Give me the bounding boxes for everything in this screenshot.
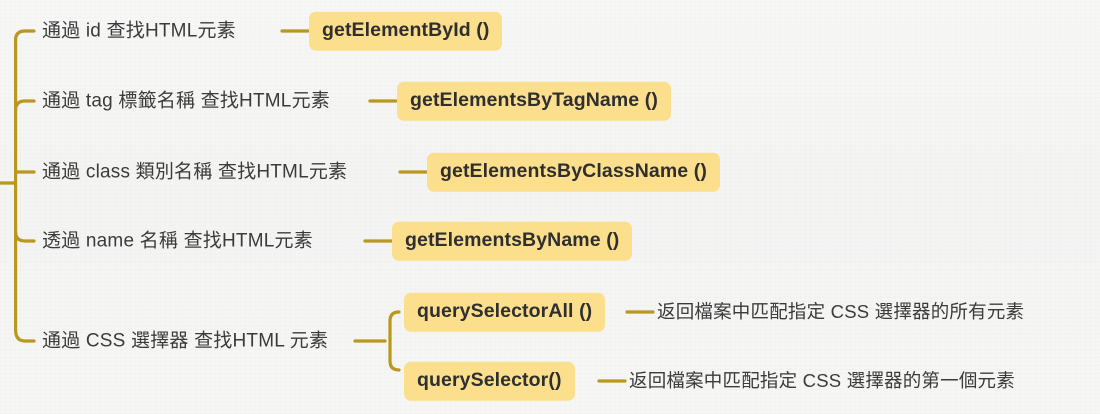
elbow-to-branch-5 <box>14 328 36 343</box>
description-queryselectorall: 返回檔案中匹配指定 CSS 選擇器的所有元素 <box>657 300 1025 322</box>
elbow-to-branch-4 <box>14 230 36 243</box>
method-badge-getelementsbyclassname[interactable]: getElementsByClassName () <box>427 152 720 192</box>
branch-label-class[interactable]: 通過 class 類別名稱 查找HTML元素 <box>42 161 348 183</box>
branch-label-id[interactable]: 通過 id 查找HTML元素 <box>42 20 236 42</box>
method-badge-getelementsbyname[interactable]: getElementsByName () <box>392 221 633 261</box>
branch-label-name[interactable]: 透過 name 名稱 查找HTML元素 <box>42 230 313 252</box>
elbow-to-branch-2 <box>14 99 36 112</box>
method-badge-getelementbyid[interactable]: getElementById () <box>309 11 503 51</box>
branch-label-css-selector[interactable]: 通過 CSS 選擇器 查找HTML 元素 <box>42 330 329 352</box>
elbow-to-branch-1 <box>14 29 36 42</box>
method-badge-queryselector[interactable]: querySelector() <box>404 361 575 401</box>
method-badge-queryselectorall[interactable]: querySelectorAll () <box>404 292 606 332</box>
brace-css-children <box>388 310 401 372</box>
method-badge-getelementsbytagname[interactable]: getElementsByTagName () <box>397 81 671 121</box>
description-queryselector: 返回檔案中匹配指定 CSS 選擇器的第一個元素 <box>629 369 1015 391</box>
branch-label-tag[interactable]: 通過 tag 標籤名稱 查找HTML元素 <box>42 90 330 112</box>
